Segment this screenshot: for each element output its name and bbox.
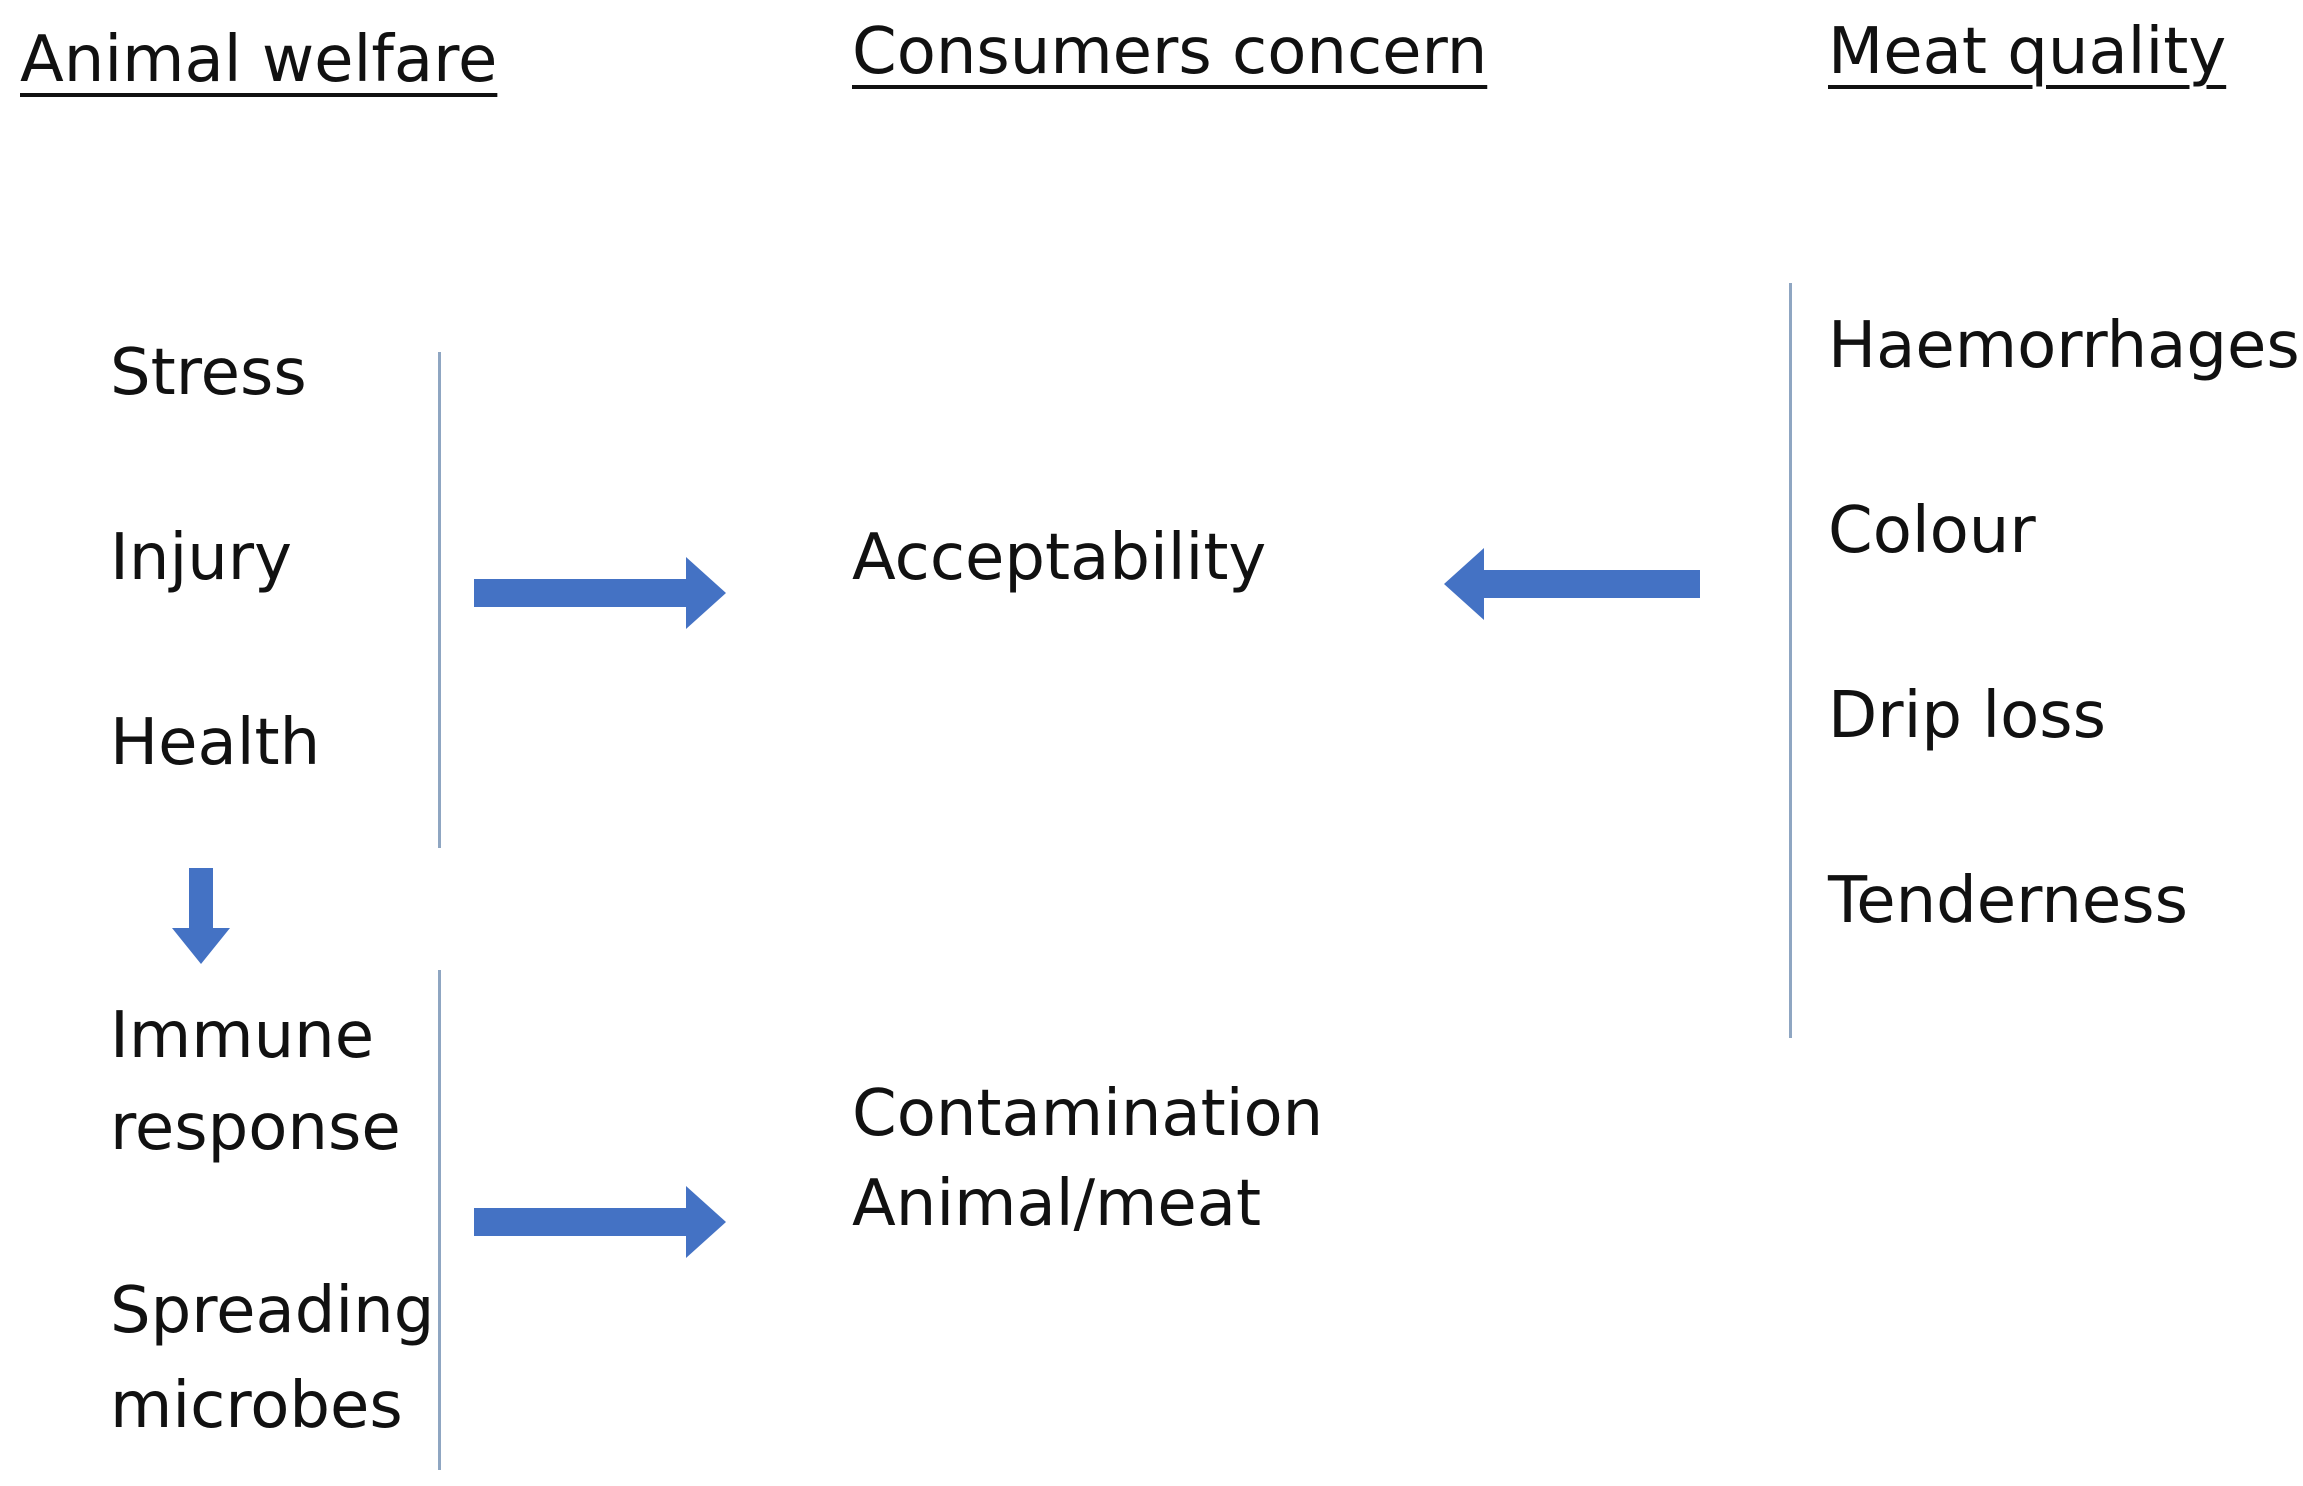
left-arrow-icon-acceptability xyxy=(1444,548,1700,620)
meat-quality-item-haemorrhages: Haemorrhages xyxy=(1828,309,2300,383)
consumers-concern-contamination-line2: Animal/meat xyxy=(852,1167,1262,1241)
animal-welfare-item-stress: Stress xyxy=(110,336,307,410)
meat-quality-item-tenderness: Tenderness xyxy=(1828,864,2188,938)
animal-welfare-item-health: Health xyxy=(110,706,321,780)
divider-lower-left xyxy=(438,970,441,1470)
right-arrow-icon-acceptability xyxy=(474,557,726,629)
consumers-concern-contamination-line1: Contamination xyxy=(852,1077,1324,1151)
animal-welfare-item-immune-line2: response xyxy=(110,1091,401,1165)
header-meat-quality: Meat quality xyxy=(1828,15,2227,89)
animal-welfare-item-immune-line1: Immune xyxy=(110,999,375,1073)
down-arrow-icon xyxy=(172,868,230,964)
meat-quality-item-colour: Colour xyxy=(1828,494,2036,568)
animal-welfare-item-spreading-line2: microbes xyxy=(110,1369,403,1443)
header-animal-welfare: Animal welfare xyxy=(20,23,498,97)
animal-welfare-item-injury: Injury xyxy=(110,521,292,595)
header-consumers-concern: Consumers concern xyxy=(852,15,1488,89)
divider-upper-left xyxy=(438,352,441,848)
divider-right xyxy=(1789,283,1792,1038)
consumers-concern-acceptability: Acceptability xyxy=(852,521,1267,595)
animal-welfare-item-spreading-line1: Spreading xyxy=(110,1274,435,1348)
right-arrow-icon-contamination xyxy=(474,1186,726,1258)
meat-quality-item-drip-loss: Drip loss xyxy=(1828,679,2106,753)
